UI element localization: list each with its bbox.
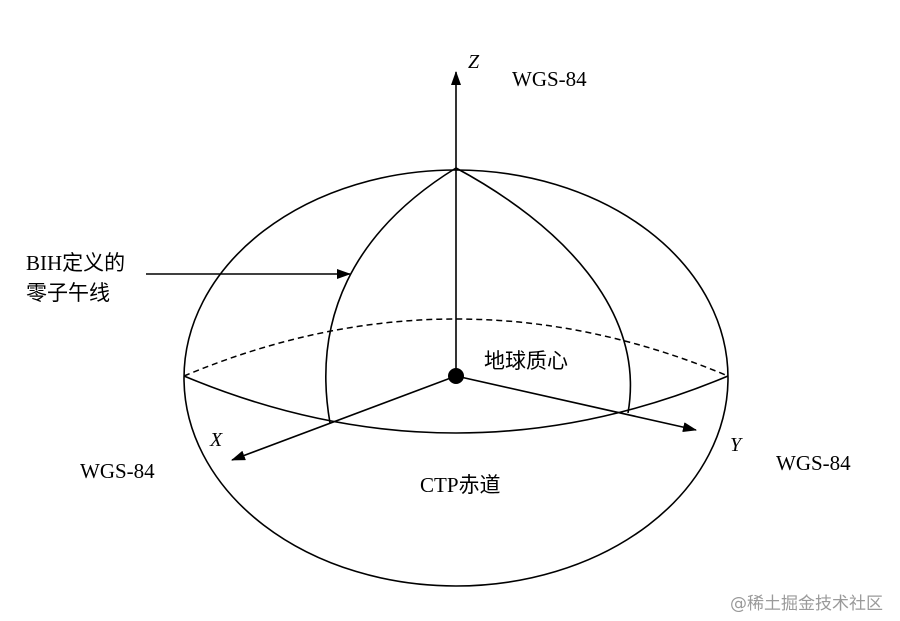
geocenter-label: 地球质心 (484, 349, 568, 373)
equator-front-solid (183, 375, 729, 434)
x-axis (231, 375, 457, 461)
geocenter-dot (448, 368, 464, 384)
equator-label: CTP赤道 (420, 473, 501, 497)
x-axis-label: X (209, 429, 223, 451)
z-axis-label: Z (468, 51, 480, 73)
zero-meridian-arc (325, 167, 457, 424)
y-axis (455, 375, 697, 433)
right-meridian-arc (455, 167, 632, 414)
y-axis-label: Y (730, 434, 743, 456)
meridian-label-line1: BIH定义的 (26, 251, 125, 275)
meridian-label-line2: 零子午线 (26, 281, 110, 305)
wgs84-right-label: WGS-84 (776, 451, 851, 475)
equator-back-dashed (183, 318, 729, 377)
watermark-text: @稀土掘金技术社区 (730, 594, 883, 614)
wgs84-top-label: WGS-84 (512, 67, 587, 91)
wgs84-left-label: WGS-84 (80, 459, 155, 483)
